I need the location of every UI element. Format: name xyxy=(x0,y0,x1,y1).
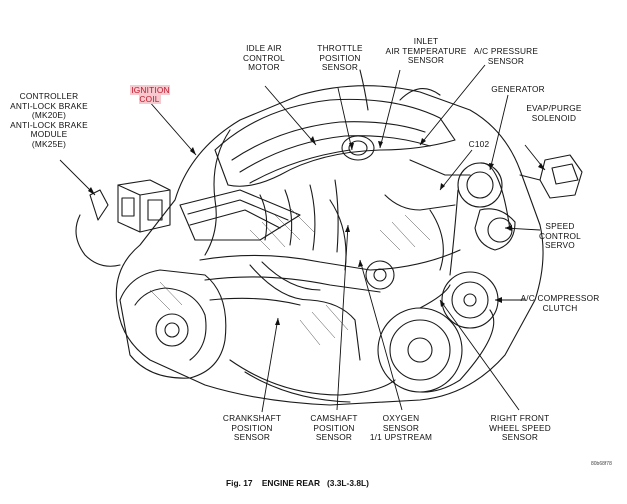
leader-oxygen xyxy=(359,259,403,411)
figure-caption: Fig. 17 ENGINE REAR (3.3L-3.8L) xyxy=(226,478,369,488)
label-ignition-coil: IGNITION COIL xyxy=(126,76,174,105)
leader-camshaft xyxy=(336,224,349,411)
throttle-body xyxy=(341,135,375,161)
caption-spec: (3.3L-3.8L) xyxy=(327,478,369,488)
leader-ac-pressure xyxy=(419,64,486,146)
generator-body xyxy=(457,162,503,208)
ac-compressor-pulley xyxy=(441,271,499,329)
label-generator: GENERATOR xyxy=(491,84,545,94)
speed-control-servo-part xyxy=(474,208,516,251)
abs-module xyxy=(117,179,171,233)
label-controller-anti-lock-brake: CONTROLLER ANTI-LOCK BRAKE (MK20E) ANTI-… xyxy=(10,91,88,149)
leader-idle-air xyxy=(264,85,317,146)
label-idle-air-control-motor: IDLE AIR CONTROL MOTOR xyxy=(243,43,285,73)
leader-inlet-air xyxy=(379,69,401,149)
leader-arrowheads xyxy=(88,136,545,325)
label-c102: C102 xyxy=(468,139,490,149)
leader-generator xyxy=(489,94,509,171)
exhaust-manifold xyxy=(249,264,361,361)
oil-pan xyxy=(229,359,396,396)
label-ac-pressure-sensor: A/C PRESSURE SENSOR xyxy=(473,46,539,66)
label-camshaft-position-sensor: CAMSHAFT POSITION SENSOR xyxy=(310,413,358,443)
label-oxygen-sensor: OXYGEN SENSOR 1/1 UPSTREAM xyxy=(369,413,433,443)
leader-ignition xyxy=(147,99,197,156)
caption-number: Fig. 17 xyxy=(226,478,253,488)
leader-lines xyxy=(59,64,546,413)
leader-wheel-speed xyxy=(439,299,520,411)
leader-controller xyxy=(59,159,96,196)
label-crankshaft-position-sensor: CRANKSHAFT POSITION SENSOR xyxy=(222,413,282,443)
caption-title: ENGINE REAR xyxy=(261,478,321,488)
engine-block-outline xyxy=(115,85,544,406)
leader-throttle-top xyxy=(337,87,353,151)
crank-pulley xyxy=(377,307,463,393)
ignition-coil-highlight: IGNITION COIL xyxy=(130,84,170,105)
label-throttle-position-sensor: THROTTLE POSITION SENSOR xyxy=(317,43,363,73)
intake-plenum xyxy=(214,98,456,187)
transmission-housing xyxy=(119,269,227,379)
label-inlet-air-temperature-sensor: INLET AIR TEMPERATURE SENSOR xyxy=(385,36,467,66)
label-right-front-wheel-speed-sensor: RIGHT FRONT WHEEL SPEED SENSOR xyxy=(489,413,551,443)
evap-solenoid-part xyxy=(539,154,583,199)
leader-c102 xyxy=(439,149,473,191)
label-speed-control-servo: SPEED CONTROL SERVO xyxy=(539,221,581,251)
label-evap-purge-solenoid: EVAP/PURGE SOLENOID xyxy=(526,103,582,123)
serpentine-belt xyxy=(419,162,511,393)
figure-reference-code: 80b68f78 xyxy=(591,461,612,467)
label-ac-compressor-clutch: A/C COMPRESSOR CLUTCH xyxy=(520,293,600,313)
leader-crankshaft xyxy=(261,317,279,413)
valve-cover xyxy=(179,189,301,241)
